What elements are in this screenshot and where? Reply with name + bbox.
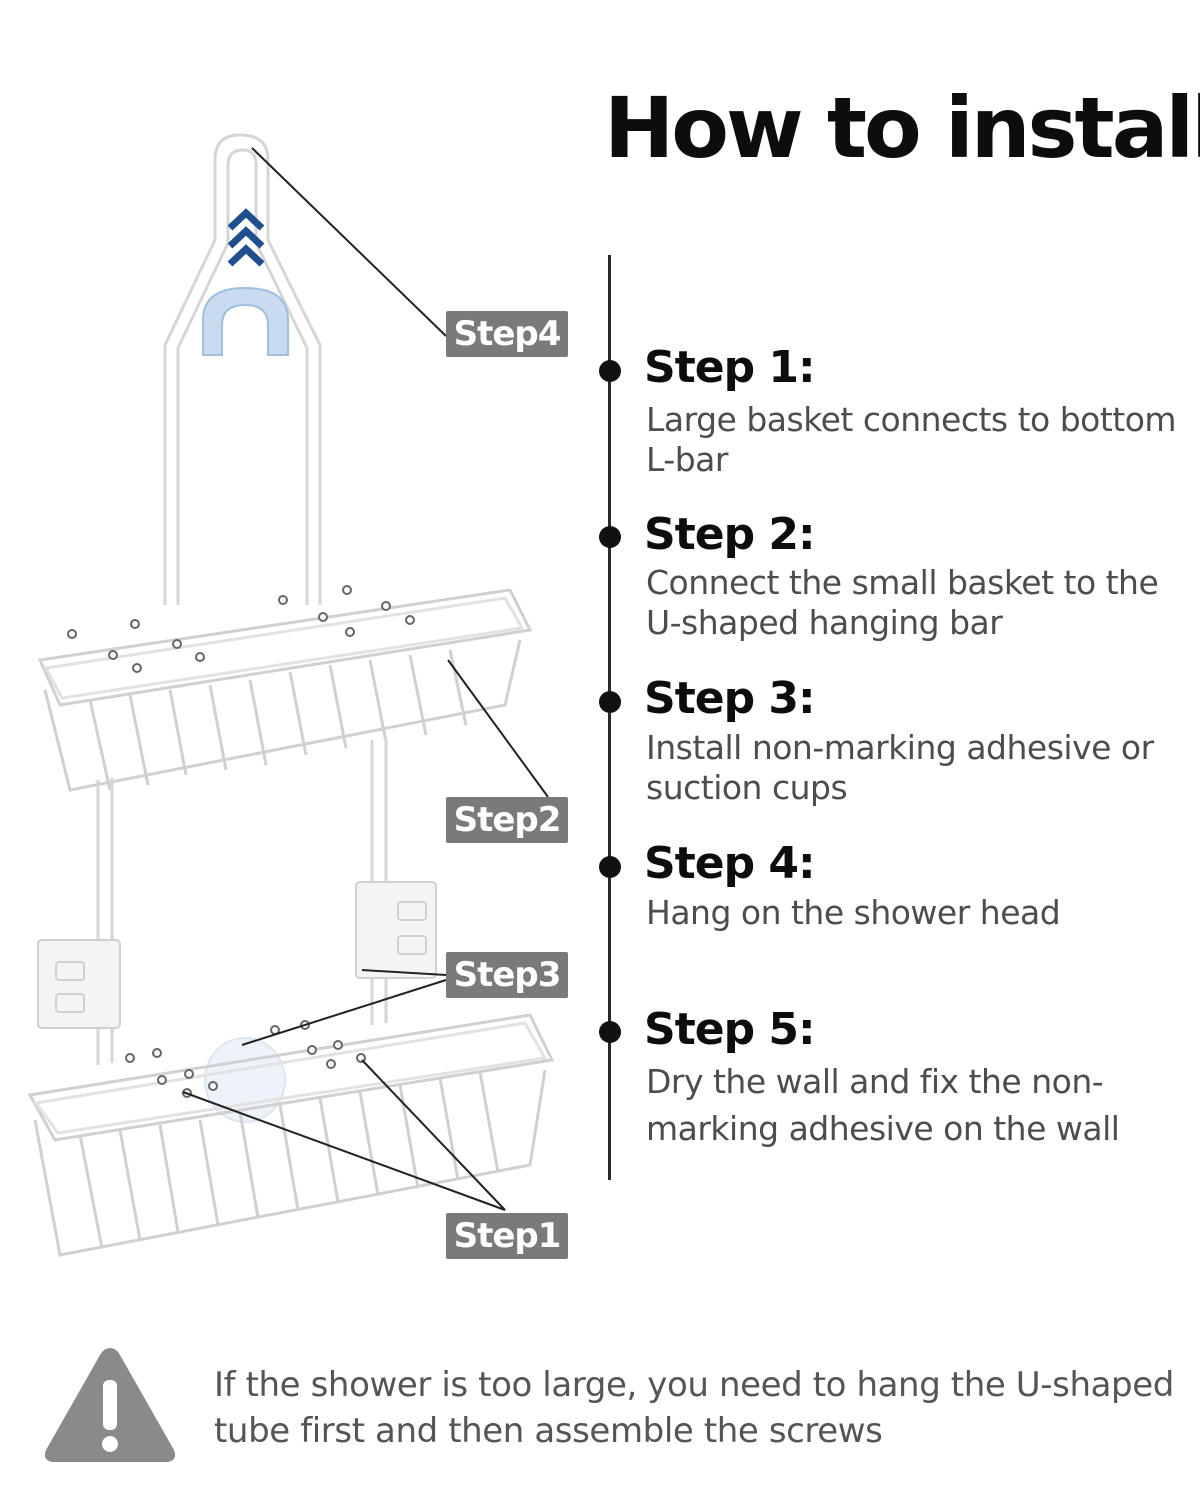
callout-leader-lines [182, 147, 549, 1211]
chevron-up-icon [227, 208, 265, 267]
callout-step4: Step4 [446, 311, 568, 357]
timeline-line [608, 255, 611, 1180]
callout-step2: Step2 [446, 797, 568, 843]
adhesive-pad-left [37, 939, 121, 1029]
step-description: Hang on the shower head [646, 893, 1061, 932]
small-basket [37, 588, 533, 792]
large-basket [27, 1013, 555, 1257]
step-description: Install non-marking adhesive or suction … [646, 728, 1154, 807]
timeline-dot [599, 691, 621, 713]
hanging-bar [163, 133, 322, 605]
timeline-dot [599, 1021, 621, 1043]
timeline-dot [599, 360, 621, 382]
step-title: Step 5: [644, 1004, 816, 1055]
shower-head-holder [202, 286, 289, 356]
timeline-dot [599, 856, 621, 878]
step-title: Step 3: [644, 673, 816, 724]
step-description: Connect the small basket to the U-shaped… [646, 563, 1159, 642]
shower-caddy-illustration [27, 133, 555, 1257]
adhesive-pad-right [355, 881, 437, 979]
vertical-supports [96, 738, 388, 1065]
step-description: Dry the wall and fix the non-marking adh… [646, 1062, 1120, 1148]
screws-top [67, 585, 415, 673]
callout-step1: Step1 [446, 1213, 568, 1259]
timeline-dot [599, 526, 621, 548]
page-title: How to install [604, 79, 1200, 177]
warning-icon [44, 1348, 176, 1462]
step-title: Step 2: [644, 509, 816, 560]
step-description: Large basket connects to bottom L-bar [646, 400, 1177, 479]
step-title: Step 1: [644, 342, 816, 393]
screws-bottom [125, 1020, 366, 1098]
callout-step3: Step3 [446, 952, 568, 998]
warning-text: If the shower is too large, you need to … [214, 1365, 1174, 1451]
step-title: Step 4: [644, 838, 816, 889]
